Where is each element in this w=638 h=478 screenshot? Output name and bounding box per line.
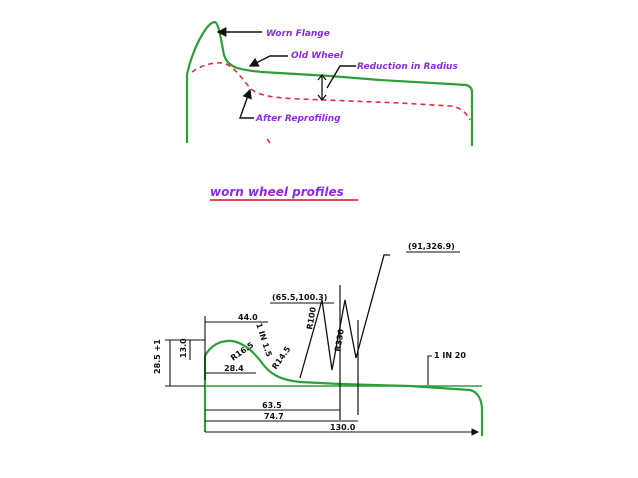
dim-63-label: 63.5 (262, 401, 282, 410)
coords-mid: (65.5,100.3) (272, 293, 327, 302)
after-reprofiling-leader (239, 88, 254, 119)
slope-right-label: 1 IN 20 (434, 351, 466, 360)
wheel-profile (203, 339, 484, 436)
dim-h-small-label: 13.0 (179, 338, 188, 358)
worn-flange-label: Worn Flange (266, 29, 330, 39)
slope-right-leader (427, 355, 432, 385)
dim-h-left-label: 28.5 +1 (153, 339, 162, 374)
dim-130-label: 130.0 (330, 423, 356, 432)
old-wheel-label: Old Wheel (291, 51, 344, 61)
dim-44-label: 44.0 (238, 313, 258, 322)
reduction-label: Reduction in Radius (357, 62, 458, 72)
old-wheel-profile (185, 20, 474, 146)
bottom-diagram: (91,326.9) (65.5,100.3) R100 R330 44.0 1… (153, 242, 484, 436)
after-reprofiling-label: After Reprofiling (255, 114, 341, 124)
r100-label: R100 (305, 306, 318, 331)
section-title: worn wheel profiles (210, 185, 344, 199)
tick-mark (266, 138, 271, 144)
slope-left-label: 1 IN 1.5 (254, 322, 274, 358)
top-diagram: Worn Flange Old Wheel Reduction in Radiu… (185, 20, 474, 146)
coords-top: (91,326.9) (408, 242, 455, 251)
reprofiled-profile (191, 62, 471, 121)
r14-label: R14.5 (270, 344, 292, 371)
radius-leaders (299, 254, 390, 379)
r330-label: R330 (333, 328, 346, 353)
old-wheel-leader (248, 55, 288, 67)
dim-74-label: 74.7 (264, 412, 284, 421)
dim-28-label: 28.4 (224, 364, 244, 373)
reduction-leader (326, 65, 356, 89)
